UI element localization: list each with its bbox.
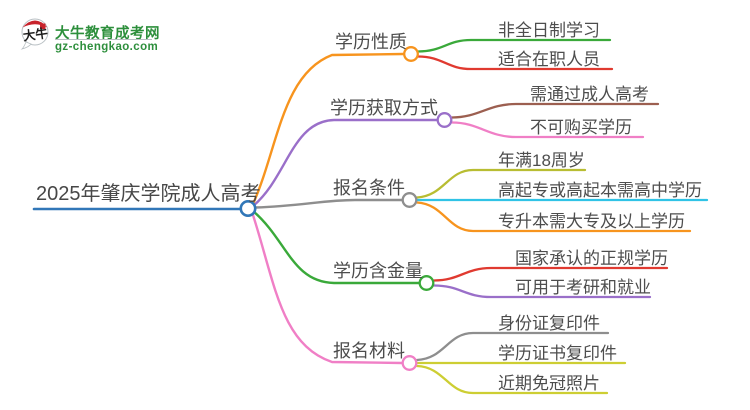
leaf-line-postgrad-employment	[432, 284, 652, 299]
leaf-label-cannot-buy: 不可购买学历	[530, 118, 632, 137]
leaf-label-certificate-copy: 学历证书复印件	[498, 344, 617, 363]
logo-title: 大牛教育成考网	[55, 26, 160, 42]
logo-bull-icon: 大牛	[20, 18, 49, 50]
leaf-line-age-18	[415, 168, 587, 199]
leaf-line-part-time	[416, 38, 612, 53]
leaf-label-id-copy: 身份证复印件	[498, 314, 600, 333]
leaf-line-state-recognized	[432, 266, 669, 282]
branch-line-education-nature	[251, 52, 405, 206]
root-topic-label: 2025年肇庆学院成人高考	[36, 183, 261, 205]
leaf-label-postgrad-employment: 可用于考研和就业	[515, 278, 651, 297]
branch-line-acquisition-method	[251, 118, 439, 208]
leaf-line-cannot-buy	[450, 121, 645, 139]
node-toggle-value[interactable]	[418, 275, 435, 291]
root-node-toggle[interactable]	[239, 200, 257, 218]
site-logo: 大牛 大牛教育成考网 gz-chengkao.com	[20, 16, 190, 56]
leaf-label-photo: 近期免冠照片	[498, 374, 600, 393]
leaf-label-highschool-diploma: 高起专或高起本需高中学历	[498, 181, 702, 200]
branch-label-value: 学历含金量	[333, 261, 423, 281]
logo-subtitle: gz-chengkao.com	[55, 41, 159, 53]
logo-seal	[40, 23, 46, 29]
branch-line-requirements	[254, 198, 404, 209]
leaf-label-for-employed: 适合在职人员	[498, 50, 600, 69]
branch-line-value	[251, 209, 421, 285]
node-toggle-education-nature[interactable]	[403, 46, 419, 62]
logo-divider	[55, 39, 152, 40]
leaf-label-part-time: 非全日制学习	[498, 21, 600, 40]
leaf-line-college-diploma	[415, 201, 692, 233]
leaf-label-must-pass-exam: 需通过成人高考	[530, 85, 649, 104]
logo-icon-text: 大牛	[22, 25, 49, 43]
logo-red-cap	[22, 20, 48, 28]
leaf-line-for-employed	[416, 55, 614, 71]
node-toggle-acquisition-method[interactable]	[436, 112, 453, 128]
leaf-label-college-diploma: 专升本需大专及以上学历	[498, 212, 685, 231]
branch-label-education-nature: 学历性质	[335, 32, 407, 52]
leaf-line-must-pass-exam	[450, 102, 660, 119]
branch-label-materials: 报名材料	[333, 341, 405, 361]
leaf-line-photo	[415, 364, 609, 395]
node-toggle-requirements[interactable]	[401, 192, 418, 208]
branch-label-requirements: 报名条件	[333, 178, 405, 198]
leaf-label-state-recognized: 国家承认的正规学历	[515, 249, 668, 268]
leaf-line-id-copy	[415, 331, 610, 362]
node-toggle-materials[interactable]	[401, 355, 418, 371]
branch-line-materials	[250, 210, 404, 365]
branch-label-acquisition-method: 学历获取方式	[330, 98, 438, 118]
leaf-label-age-18: 年满18周岁	[498, 151, 585, 170]
